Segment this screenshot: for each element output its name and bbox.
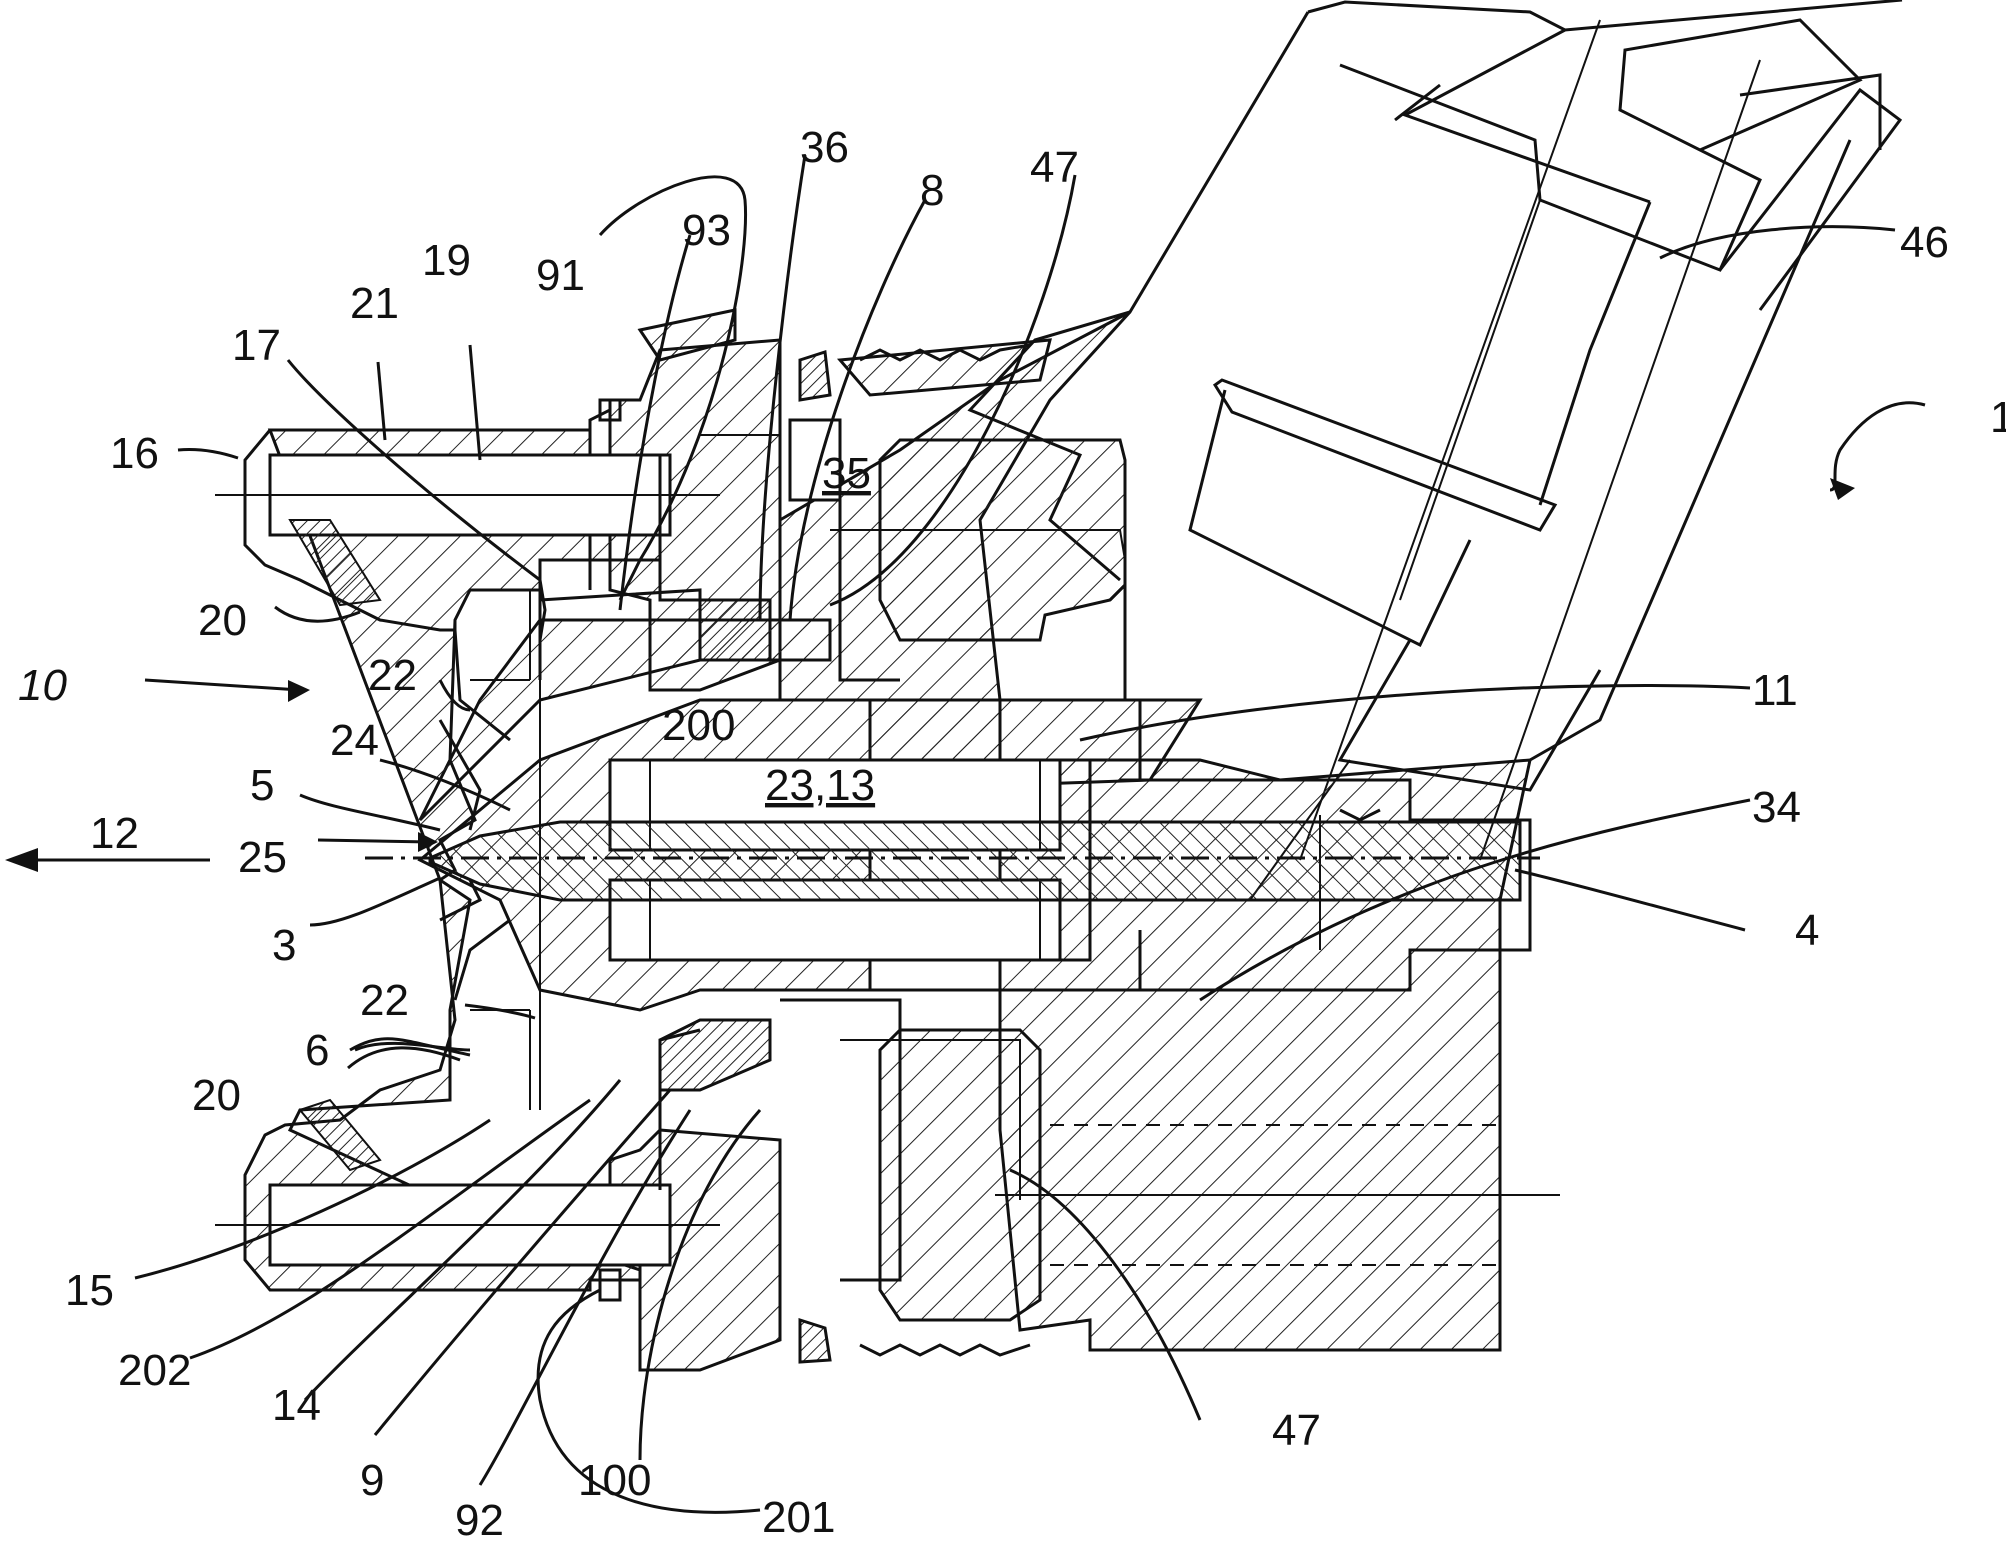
label-19: 19 <box>422 236 471 285</box>
label-14: 14 <box>272 1381 321 1430</box>
label-46: 46 <box>1900 218 1949 267</box>
label-36: 36 <box>800 123 849 172</box>
label-35: 35 <box>822 449 871 498</box>
label-6: 6 <box>305 1026 329 1075</box>
label-15: 15 <box>65 1266 114 1315</box>
label-17: 17 <box>232 321 281 370</box>
label-8: 8 <box>920 166 944 215</box>
label-22-top: 22 <box>368 651 417 700</box>
label-47-bottom: 47 <box>1272 1406 1321 1455</box>
label-25: 25 <box>238 833 287 882</box>
label-200: 200 <box>662 701 735 750</box>
label-100: 100 <box>578 1456 651 1505</box>
label-202: 202 <box>118 1346 191 1395</box>
label-16: 16 <box>110 429 159 478</box>
label-34: 34 <box>1752 783 1801 832</box>
label-201: 201 <box>762 1493 835 1541</box>
label-20-top: 20 <box>198 596 247 645</box>
label-11: 11 <box>1752 666 1798 715</box>
label-24: 24 <box>330 716 379 765</box>
label-5: 5 <box>250 761 274 810</box>
label-12: 12 <box>90 809 139 858</box>
label-91: 91 <box>536 251 585 300</box>
label-23-13: 23,13 <box>765 761 875 810</box>
label-22-bottom: 22 <box>360 976 409 1025</box>
label-21: 21 <box>350 279 399 328</box>
label-10: 10 <box>18 661 67 710</box>
label-92: 92 <box>455 1496 504 1541</box>
label-9: 9 <box>360 1456 384 1505</box>
label-4: 4 <box>1795 906 1819 955</box>
label-1: 1 <box>1990 393 2006 442</box>
label-20-bottom: 20 <box>192 1071 241 1120</box>
label-3: 3 <box>272 921 296 970</box>
label-47-top: 47 <box>1030 143 1079 192</box>
label-93: 93 <box>682 206 731 255</box>
needle-pin <box>365 822 1540 900</box>
